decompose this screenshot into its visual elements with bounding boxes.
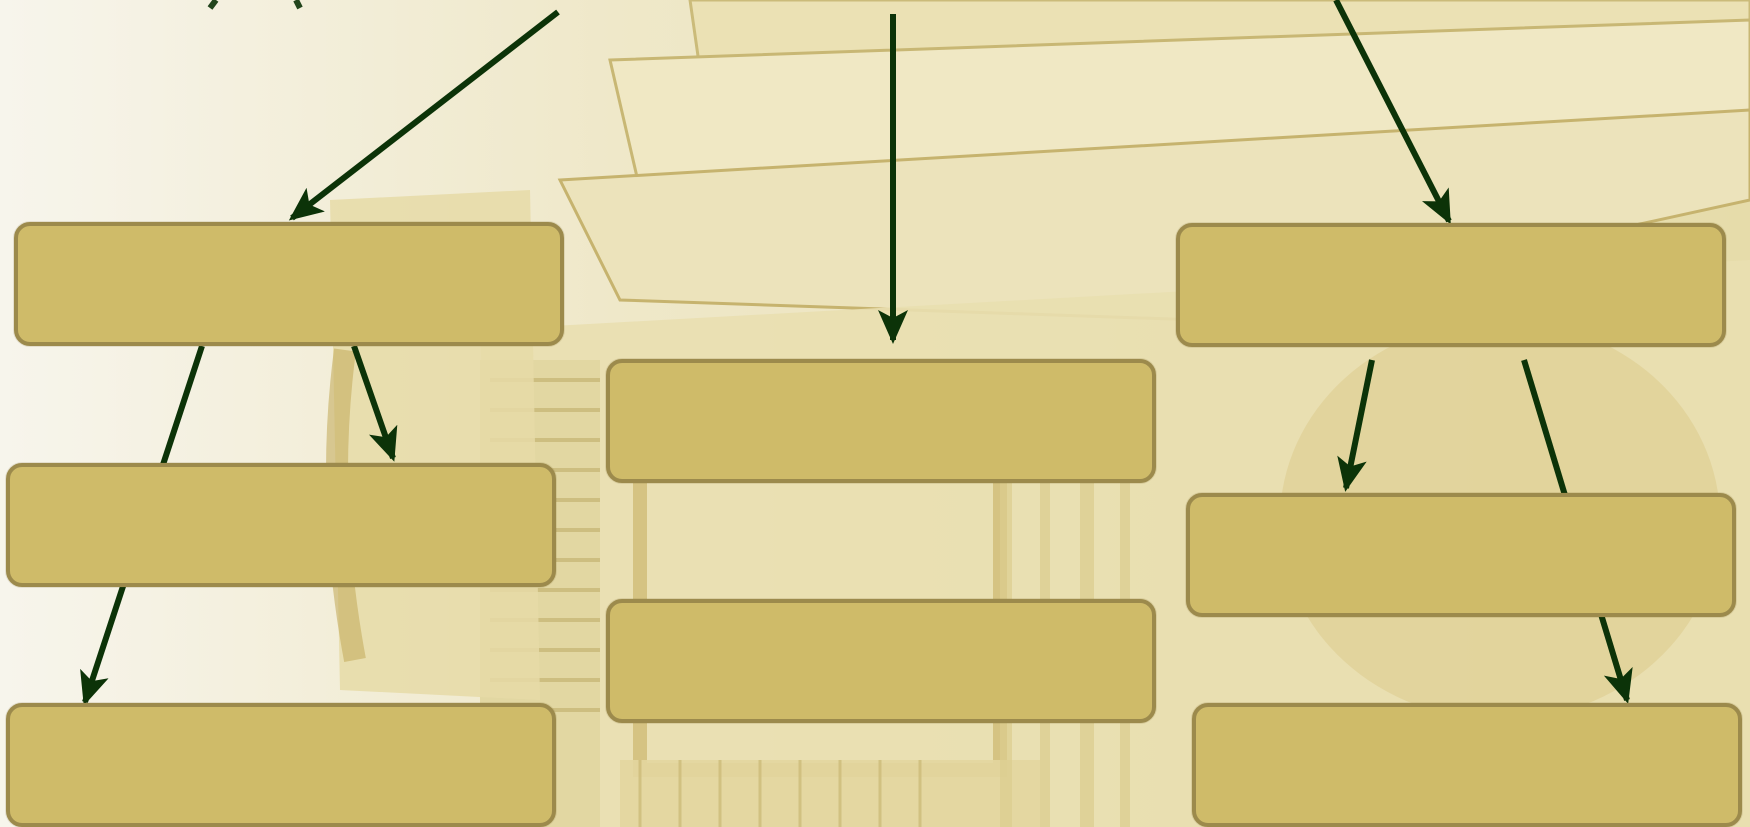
node-left-level-1 <box>14 222 564 346</box>
arrow-left1-to-left2 <box>354 346 393 458</box>
arrow-root-to-right <box>1336 0 1449 221</box>
node-right-level-2 <box>1186 493 1736 617</box>
node-center-level-1 <box>606 359 1156 483</box>
node-left-level-2 <box>6 463 556 587</box>
arrow-right1-to-right2 <box>1346 360 1372 488</box>
node-right-level-3 <box>1192 703 1742 827</box>
node-right-level-1 <box>1176 223 1726 347</box>
node-center-level-2 <box>606 599 1156 723</box>
node-left-level-3 <box>6 703 556 827</box>
arrow-root-to-left <box>292 12 558 218</box>
